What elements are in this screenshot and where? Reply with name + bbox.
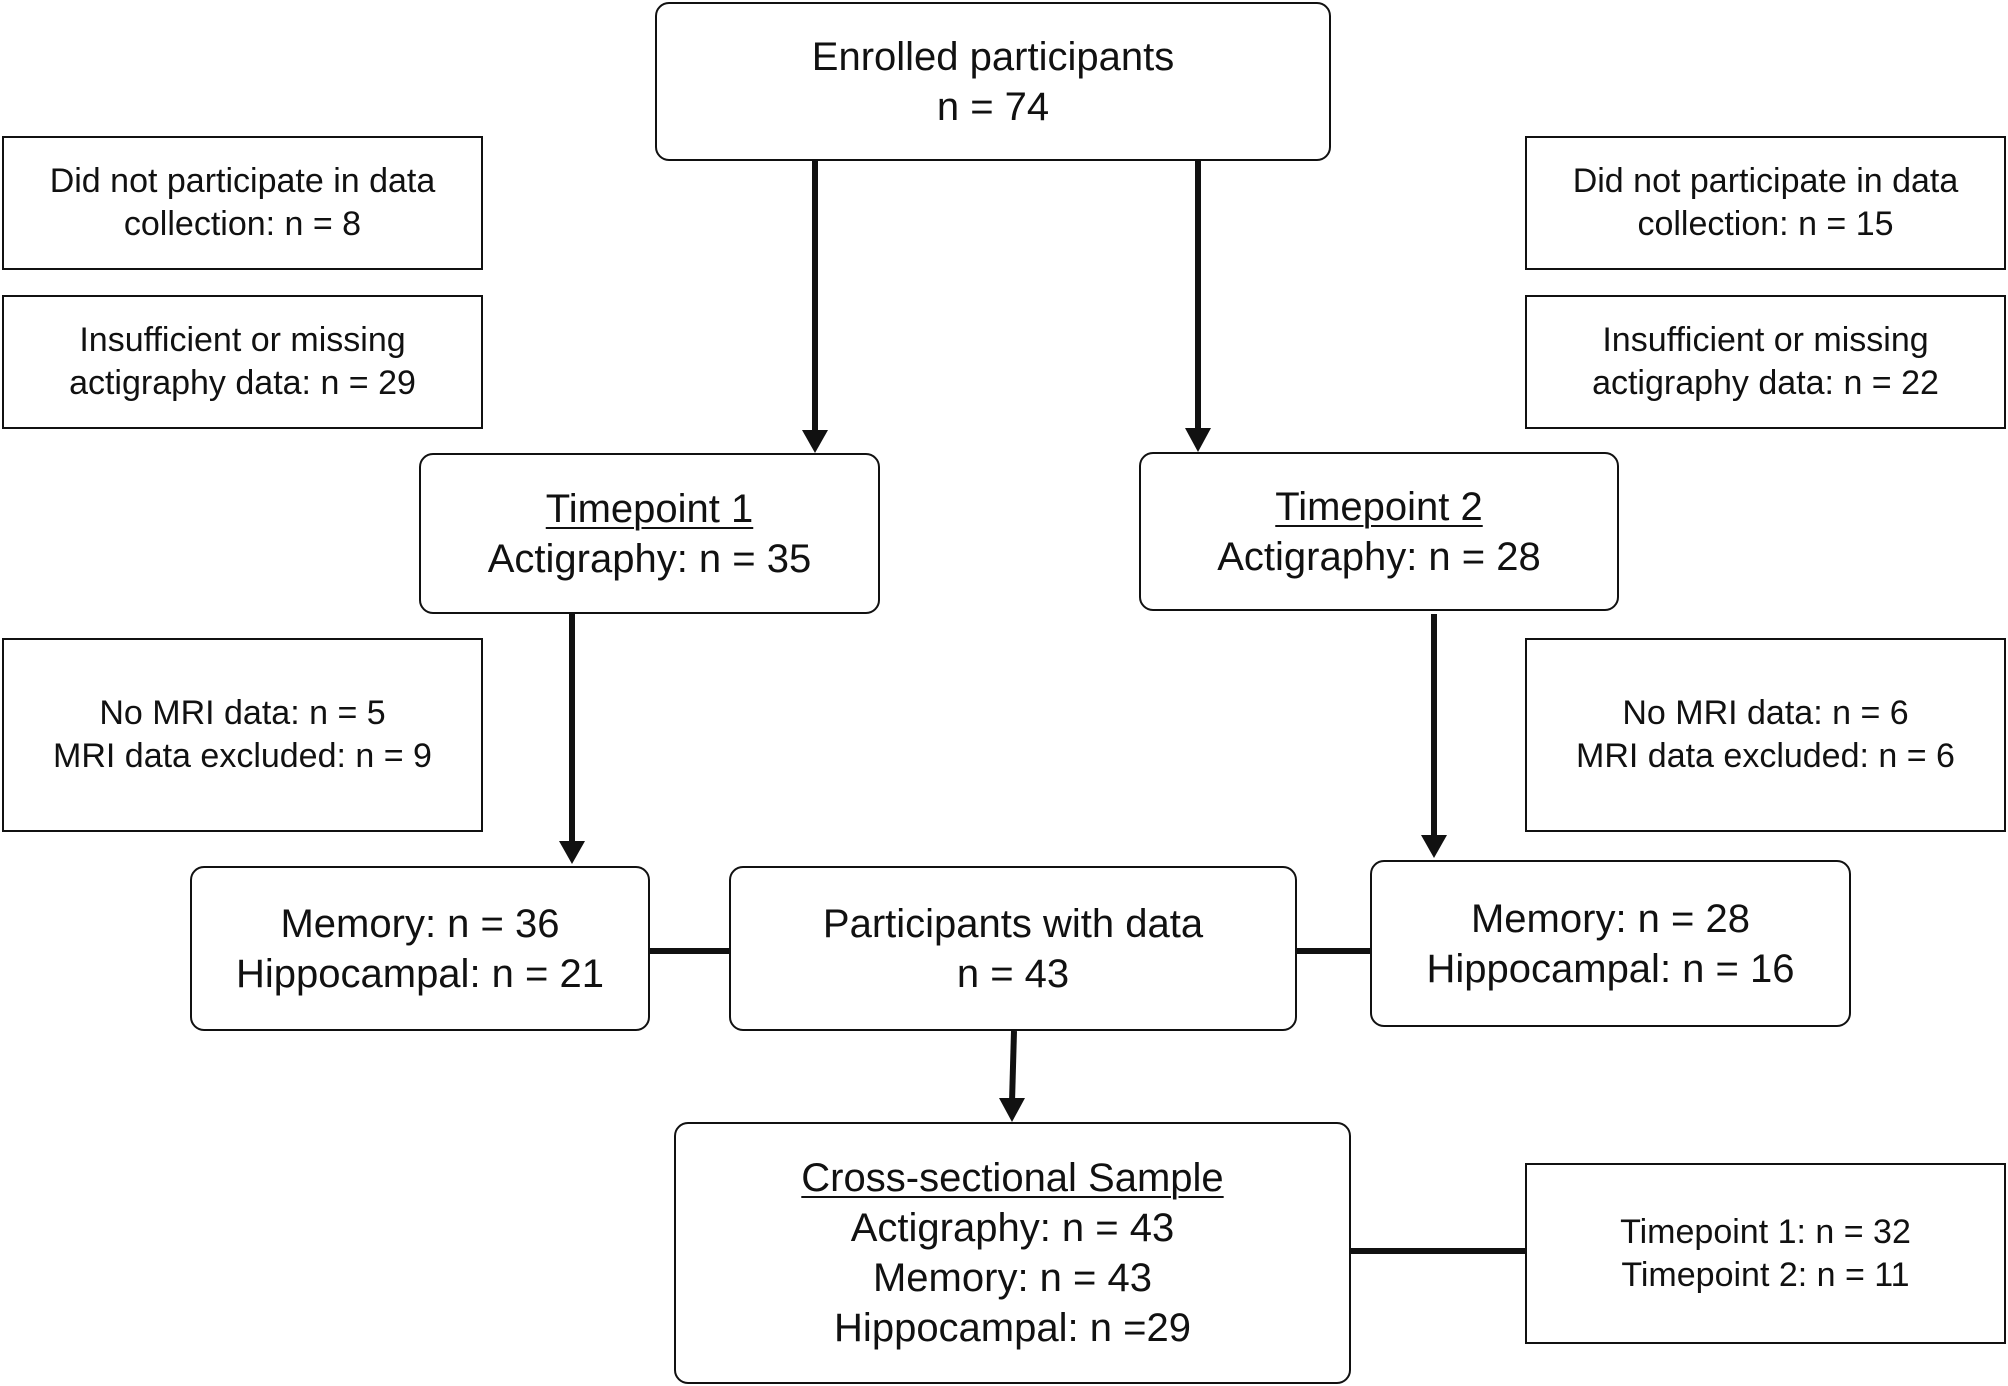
cross-sectional-actigraphy: Actigraphy: n = 43 <box>850 1206 1175 1250</box>
right-exclusion-actigraphy: Insufficient or missing actigraphy data:… <box>1525 295 2006 429</box>
arrowhead-timepoint1 <box>802 430 828 453</box>
enrolled-count: n = 74 <box>936 84 1050 129</box>
participants-with-data-box: Participants with data n = 43 <box>729 866 1297 1031</box>
timepoint2-title: Timepoint 2 <box>1275 484 1483 529</box>
left-exclusion-2-line1: Insufficient or missing <box>79 321 406 359</box>
left-memory-line1: Memory: n = 36 <box>280 901 560 946</box>
left-exclusion-2-line2: actigraphy data: n = 29 <box>69 364 416 402</box>
right-mri-line1: No MRI data: n = 6 <box>1622 694 1909 732</box>
with-data-count: n = 43 <box>956 951 1070 996</box>
left-exclusion-1-line2: collection: n = 8 <box>123 205 362 243</box>
right-mri-exclusion: No MRI data: n = 6 MRI data excluded: n … <box>1525 638 2006 832</box>
left-memory-line2: Hippocampal: n = 21 <box>235 951 604 996</box>
enrolled-box: Enrolled participants n = 74 <box>655 2 1331 161</box>
timepoint2-actigraphy: Actigraphy: n = 28 <box>1217 534 1541 579</box>
arrowhead-left-memory <box>559 841 585 864</box>
cross-sectional-hippocampal: Hippocampal: n =29 <box>834 1306 1191 1350</box>
right-memory-line1: Memory: n = 28 <box>1470 896 1750 941</box>
right-exclusion-no-participation: Did not participate in data collection: … <box>1525 136 2006 270</box>
right-exclusion-2-line1: Insufficient or missing <box>1602 321 1929 359</box>
arrowhead-right-memory <box>1421 835 1447 858</box>
left-memory-box: Memory: n = 36 Hippocampal: n = 21 <box>190 866 650 1031</box>
timepoint2-box: Timepoint 2 Actigraphy: n = 28 <box>1139 452 1619 611</box>
timepoint1-box: Timepoint 1 Actigraphy: n = 35 <box>419 453 880 614</box>
timepoint-split-box: Timepoint 1: n = 32 Timepoint 2: n = 11 <box>1525 1163 2006 1344</box>
left-exclusion-1-line1: Did not participate in data <box>49 162 436 200</box>
with-data-title: Participants with data <box>822 901 1204 946</box>
arrow-with-data-to-cross-sectional <box>1009 1030 1017 1103</box>
cross-sectional-memory: Memory: n = 43 <box>872 1256 1152 1300</box>
cross-sectional-box: Cross-sectional Sample Actigraphy: n = 4… <box>674 1122 1351 1384</box>
right-exclusion-1-line1: Did not participate in data <box>1572 162 1959 200</box>
right-mri-line2: MRI data excluded: n = 6 <box>1576 737 1955 775</box>
left-exclusion-actigraphy: Insufficient or missing actigraphy data:… <box>2 295 483 429</box>
timepoint-split-line1: Timepoint 1: n = 32 <box>1620 1212 1911 1251</box>
left-exclusion-no-participation: Did not participate in data collection: … <box>2 136 483 270</box>
left-mri-exclusion: No MRI data: n = 5 MRI data excluded: n … <box>2 638 483 832</box>
left-mri-line1: No MRI data: n = 5 <box>99 694 386 732</box>
left-mri-line2: MRI data excluded: n = 9 <box>53 737 432 775</box>
timepoint1-actigraphy: Actigraphy: n = 35 <box>487 536 812 581</box>
right-memory-line2: Hippocampal: n = 16 <box>1426 946 1795 991</box>
enrolled-title: Enrolled participants <box>811 34 1175 79</box>
right-exclusion-2-line2: actigraphy data: n = 22 <box>1592 364 1939 402</box>
timepoint1-title: Timepoint 1 <box>545 486 754 531</box>
arrowhead-cross-sectional <box>999 1098 1025 1122</box>
arrowhead-timepoint2 <box>1185 428 1211 452</box>
right-exclusion-1-line2: collection: n = 15 <box>1637 205 1894 243</box>
right-memory-box: Memory: n = 28 Hippocampal: n = 16 <box>1370 860 1851 1027</box>
cross-sectional-title: Cross-sectional Sample <box>801 1156 1224 1200</box>
timepoint-split-line2: Timepoint 2: n = 11 <box>1621 1255 1910 1294</box>
